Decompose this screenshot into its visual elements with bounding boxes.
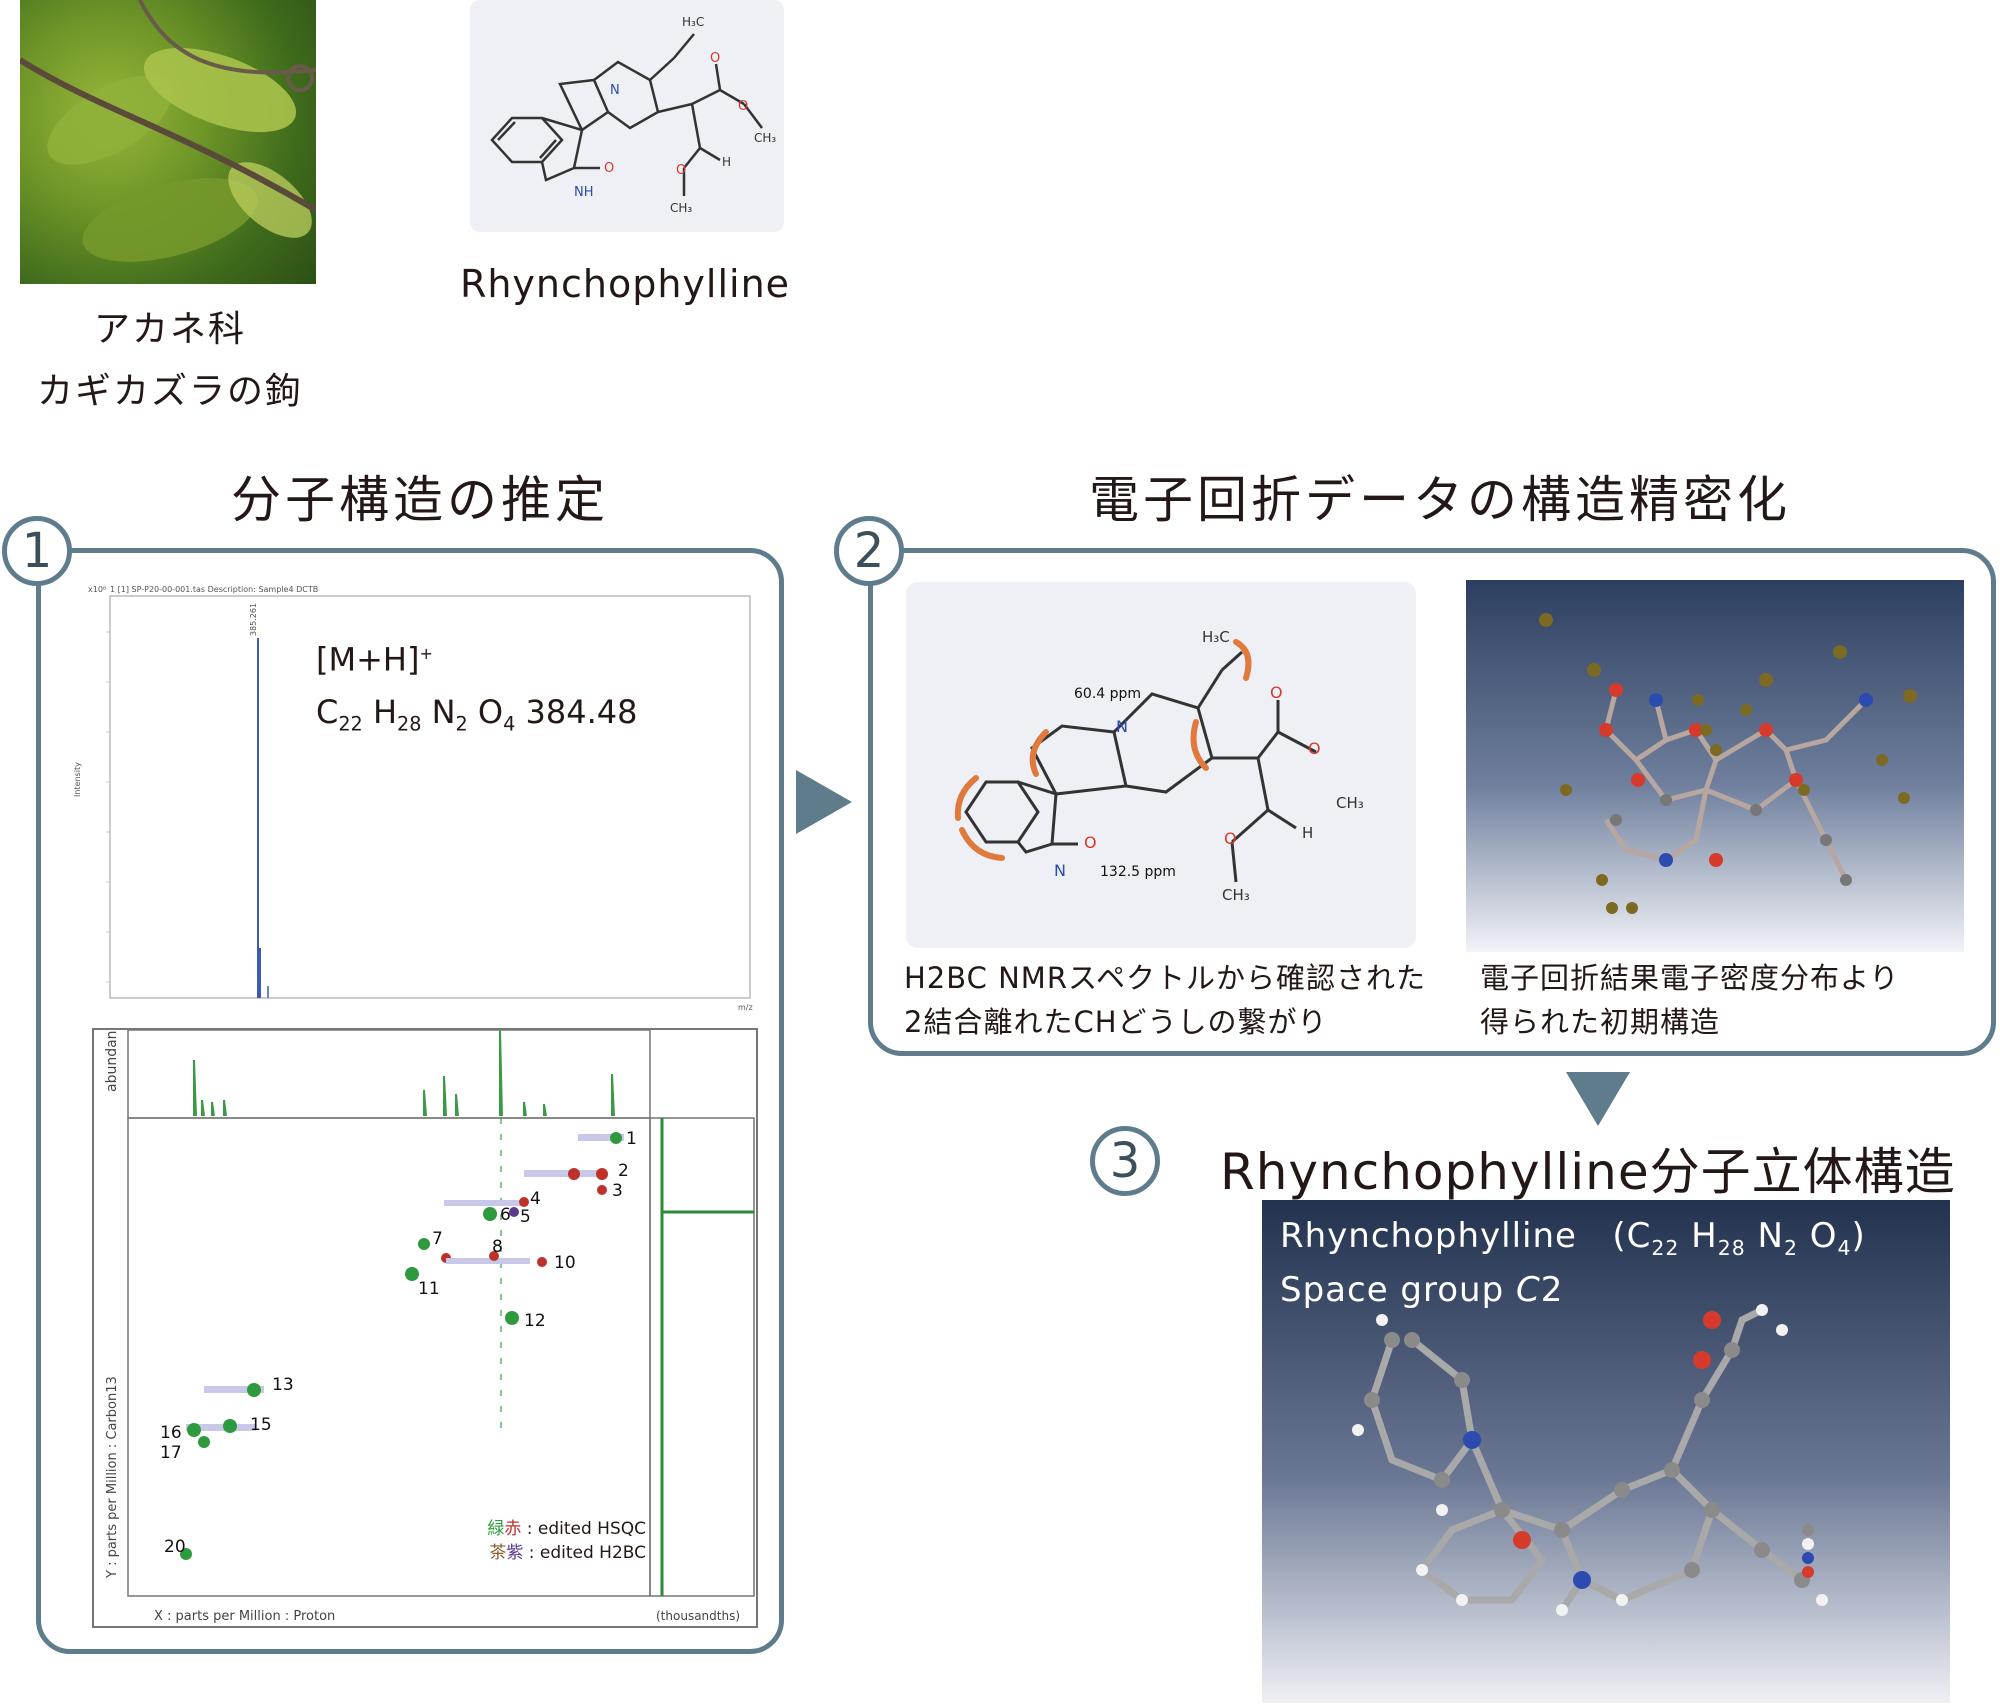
svg-text:2: 2 — [618, 1161, 629, 1181]
svg-text:CH₃: CH₃ — [670, 201, 692, 215]
nmr-right-projection-frame — [649, 1117, 755, 1597]
h2bc-bonds-highlight — [954, 639, 1252, 861]
svg-text:O: O — [1270, 683, 1283, 702]
ms-ion-label: [M+H]+ — [316, 640, 433, 679]
svg-text:O: O — [1308, 739, 1321, 758]
svg-text:H: H — [1302, 824, 1313, 842]
svg-text:H: H — [722, 155, 731, 169]
arrow-down — [1566, 1072, 1630, 1126]
mass-spectrum-chart: x10⁶ 1 [1] SP-P20-00-001.tas Description… — [70, 582, 756, 1014]
section2-number-badge: 2 — [834, 516, 904, 586]
ppm-label-132: 132.5 ppm — [1100, 864, 1176, 880]
final-3d-structure — [1262, 1200, 1950, 1703]
svg-text:11: 11 — [418, 1279, 440, 1299]
ppm-label-60: 60.4 ppm — [1074, 686, 1141, 702]
svg-text:O: O — [710, 51, 720, 66]
svg-text:CH₃: CH₃ — [754, 131, 776, 145]
svg-text:6: 6 — [500, 1205, 511, 1225]
svg-text:CH₃: CH₃ — [1222, 886, 1250, 904]
svg-text:O: O — [1084, 833, 1097, 852]
h2bc-annotated-structure: 60.4 ppm 132.5 ppm N O N O O O H₃C CH₃ H… — [906, 582, 1416, 948]
nmr-peak-labels: 1 2 3 4 6 5 7 8 10 11 12 13 15 16 17 20 — [160, 1129, 637, 1557]
svg-text:N: N — [1054, 861, 1066, 880]
nmr-crosspeaks — [180, 1132, 624, 1560]
ms-plot-frame — [109, 595, 751, 999]
svg-text:NH: NH — [574, 185, 594, 200]
plant-leaves-illustration — [18, 0, 318, 262]
svg-text:N: N — [610, 83, 620, 98]
nmr-right-axis-label: (thousandths) — [656, 1609, 740, 1623]
svg-text:O: O — [604, 161, 614, 176]
section2-caption-right: 電子回折結果電子密度分布より 得られた初期構造 — [1480, 961, 1900, 1039]
section3-number-badge: 3 — [1090, 1126, 1160, 1196]
section2-title: 電子回折データの構造精密化 — [1089, 471, 1791, 529]
svg-text:8: 8 — [492, 1237, 503, 1257]
nmr-1h-projection — [193, 1029, 615, 1117]
section3-title: Rhynchophylline分子立体構造 — [1220, 1143, 1956, 1201]
svg-text:4: 4 — [530, 1189, 541, 1209]
section2-caption-left: H2BC NMRスペクトルから確認された 2結合離れたCHどうしの繋がり — [904, 961, 1426, 1039]
svg-text:7: 7 — [432, 1229, 443, 1249]
plant-caption-family: アカネ科 — [93, 309, 246, 350]
svg-text:H₃C: H₃C — [1202, 628, 1230, 646]
svg-text:12: 12 — [524, 1311, 546, 1331]
svg-text:15: 15 — [250, 1415, 272, 1435]
svg-text:20: 20 — [164, 1537, 186, 1557]
nmr-x-axis-label: X : parts per Million : Proton — [154, 1609, 335, 1624]
svg-text:16: 16 — [160, 1423, 182, 1443]
ms-ylabel: Intensity — [73, 762, 82, 797]
svg-text:5: 5 — [520, 1207, 531, 1227]
rhynchophylline-2d-structure: N NH O O O O H₃C CH₃ H CH₃ — [490, 15, 776, 215]
ms-peak-label: 385.261 — [249, 603, 258, 636]
nmr-legend-hsqc: 緑赤 : edited HSQC — [487, 1519, 646, 1539]
top-molecule-structure: N NH O O O O H₃C CH₃ H CH₃ — [470, 0, 784, 232]
ms-xunit: m/z — [738, 1003, 753, 1012]
nmr-top-projection-frame — [127, 1029, 651, 1119]
top-molecule-name: Rhynchophylline — [459, 262, 791, 306]
svg-text:N: N — [1116, 717, 1128, 736]
plant-photo — [18, 0, 318, 284]
ms-scale-label: x10⁶ — [88, 585, 106, 594]
plant-caption-name: カギカズラの鉤 — [36, 371, 303, 412]
svg-text:3: 3 — [612, 1181, 623, 1201]
svg-text:H₃C: H₃C — [682, 15, 704, 29]
ms-molecular-formula: C22 H28 N2 O4 384.48 — [316, 692, 638, 736]
svg-text:1: 1 — [626, 1129, 637, 1149]
nmr-legend-h2bc: 茶紫 : edited H2BC — [489, 1543, 646, 1563]
ms-header: 1 [1] SP-P20-00-001.tas Description: Sam… — [110, 585, 318, 594]
svg-text:O: O — [1224, 829, 1237, 848]
svg-text:CH₃: CH₃ — [1336, 794, 1364, 812]
final-structure-space-group: Space group C2 — [1280, 1270, 1564, 1310]
nmr-y-axis-label: Y : parts per Million : Carbon13 — [105, 1376, 120, 1579]
svg-text:10: 10 — [554, 1253, 576, 1273]
electron-density-peaks — [1539, 613, 1917, 914]
nmr-2d-spectrum: abundance Y : parts per Million : Carbon… — [92, 1014, 758, 1628]
section1-title: 分子構造の推定 — [231, 471, 609, 529]
section1-number-badge: 1 — [2, 516, 72, 586]
arrow-right — [796, 770, 852, 834]
initial-structure-atoms — [1599, 683, 1873, 886]
initial-structure-bonds — [1603, 689, 1868, 882]
electron-density-initial-structure — [1466, 580, 1964, 952]
final-structure-atoms — [1352, 1304, 1828, 1616]
svg-text:17: 17 — [160, 1443, 182, 1463]
svg-text:13: 13 — [272, 1375, 294, 1395]
svg-text:O: O — [676, 163, 686, 178]
ms-ticks — [106, 631, 110, 983]
final-structure-formula: Rhynchophylline (C22 H28 N2 O4) — [1280, 1216, 1866, 1260]
ms-formula-block: [M+H]+ C22 H28 N2 O4 384.48 — [316, 628, 637, 750]
svg-text:O: O — [738, 99, 748, 114]
nmr-top-axis-label: abundance — [104, 1030, 120, 1092]
